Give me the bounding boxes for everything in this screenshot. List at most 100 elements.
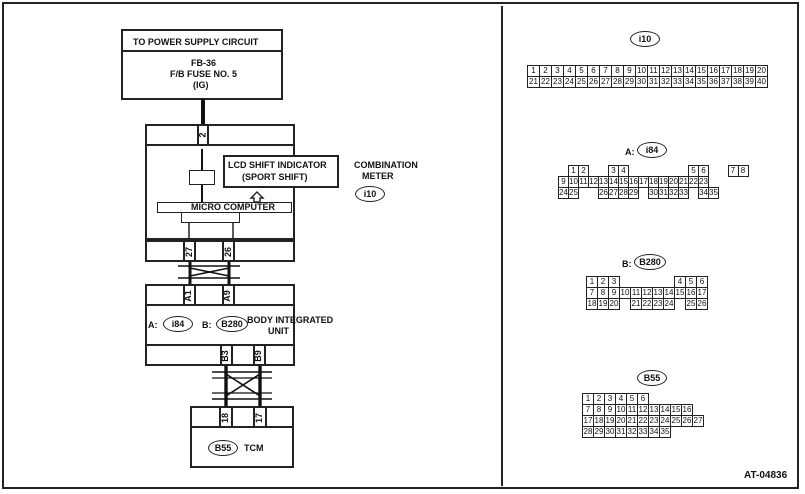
- connector-pin: 23: [648, 415, 660, 427]
- connector-pin: 33: [671, 76, 684, 88]
- connector-gap: [659, 166, 669, 177]
- connector-gap: [631, 277, 642, 288]
- connector-pin: 4: [563, 65, 576, 77]
- connector-pin: 28: [611, 76, 624, 88]
- connector-pin: 10: [635, 65, 648, 77]
- tcm-pin-18-label: 18: [220, 412, 231, 424]
- connector-pin: 16: [685, 287, 697, 299]
- connector-pin: 19: [604, 415, 616, 427]
- biu-pin-a1: [183, 284, 196, 306]
- connector-pin: 5: [685, 276, 697, 288]
- connector-pin: 34: [698, 187, 709, 199]
- lcd-label-1: LCD SHIFT INDICATOR: [228, 160, 327, 170]
- connector-pin: 2: [593, 393, 605, 405]
- connector-gap: [675, 299, 686, 310]
- connector-pin: 2: [597, 276, 609, 288]
- connector-pin: 25: [670, 415, 682, 427]
- biu-pin-a1-label: A1: [182, 290, 193, 302]
- connector-pin: 4: [615, 393, 627, 405]
- connector-pin: 34: [683, 76, 696, 88]
- connector-pin: 14: [683, 65, 696, 77]
- connector-pin: 23: [652, 298, 664, 310]
- meter-element: [189, 170, 215, 185]
- connector-pin: 29: [623, 76, 636, 88]
- conn-i10-label: i10: [630, 31, 660, 47]
- connector-pin: 12: [637, 404, 649, 416]
- connector-pin: 14: [663, 287, 675, 299]
- micro-computer-base: [181, 213, 240, 223]
- connector-pin: 29: [593, 426, 605, 438]
- biu-b-prefix: B:: [202, 320, 212, 330]
- connector-pin: 11: [647, 65, 660, 77]
- meter-label-1: COMBINATION: [354, 160, 418, 170]
- connector-pin: 30: [604, 426, 616, 438]
- biu-pin-b9: [253, 344, 266, 366]
- connector-pin: 17: [719, 65, 732, 77]
- connector-pin: 2: [578, 165, 589, 177]
- meter-label-2: METER: [362, 171, 394, 181]
- connector-pin: 21: [630, 298, 642, 310]
- connector-pin: 20: [615, 415, 627, 427]
- connector-pin: 1: [586, 276, 598, 288]
- connector-pin: 21: [626, 415, 638, 427]
- connector-pin: 19: [597, 298, 609, 310]
- biu-pin-b3: [220, 344, 233, 366]
- connector-pin: 22: [641, 298, 653, 310]
- biu-top-connector: [145, 284, 295, 306]
- connector-pin: 6: [587, 65, 600, 77]
- connector-pin: 26: [681, 415, 693, 427]
- connector-pin: 3: [608, 276, 620, 288]
- connector-pin: 36: [707, 76, 720, 88]
- meter-pin-27-label: 27: [184, 246, 195, 258]
- connector-pin: 17: [696, 287, 708, 299]
- tcm-label: TCM: [244, 443, 264, 453]
- connector-pin: 9: [623, 65, 636, 77]
- connector-pin: 9: [558, 176, 569, 188]
- biu-a-prefix: A:: [148, 320, 158, 330]
- micro-computer-label: MICRO COMPUTER: [191, 202, 275, 212]
- connector-gap: [579, 188, 589, 199]
- meter-connector-id: i10: [355, 186, 385, 202]
- connector-pin: 19: [743, 65, 756, 77]
- meter-pin-26-label: 26: [223, 246, 234, 258]
- connector-pin: 3: [604, 393, 616, 405]
- connector-pin: 32: [668, 187, 679, 199]
- tcm-connector: [190, 406, 294, 428]
- connector-pin: 11: [578, 176, 589, 188]
- connector-gap: [689, 188, 699, 199]
- connector-pin: 35: [708, 187, 719, 199]
- biu-pin-b9-label: B9: [252, 350, 263, 362]
- connector-pin: 12: [659, 65, 672, 77]
- power-title: TO POWER SUPPLY CIRCUIT: [133, 37, 259, 47]
- connector-pin: 18: [648, 176, 659, 188]
- connector-pin: 37: [719, 76, 732, 88]
- connector-pin: 22: [539, 76, 552, 88]
- connector-pin: 24: [663, 298, 675, 310]
- connector-pin: 15: [674, 287, 686, 299]
- connector-pin: 20: [755, 65, 768, 77]
- connector-pin: 1: [582, 393, 594, 405]
- connector-pin: 1: [527, 65, 540, 77]
- power-fuse-name: F/B FUSE NO. 5: [170, 69, 238, 79]
- connector-pin: 30: [635, 76, 648, 88]
- connector-gap: [669, 166, 679, 177]
- biu-pin-a9-label: A9: [221, 290, 232, 302]
- connector-pin: 8: [597, 287, 609, 299]
- connector-pin: 8: [593, 404, 605, 416]
- tcm-pin-17-label: 17: [254, 412, 265, 424]
- connector-pin: 14: [608, 176, 619, 188]
- connector-pin: 18: [586, 298, 598, 310]
- connector-pin: 7: [599, 65, 612, 77]
- connector-pin: 30: [648, 187, 659, 199]
- power-fuse-id: FB-36: [191, 58, 217, 68]
- connector-pin: 20: [668, 176, 679, 188]
